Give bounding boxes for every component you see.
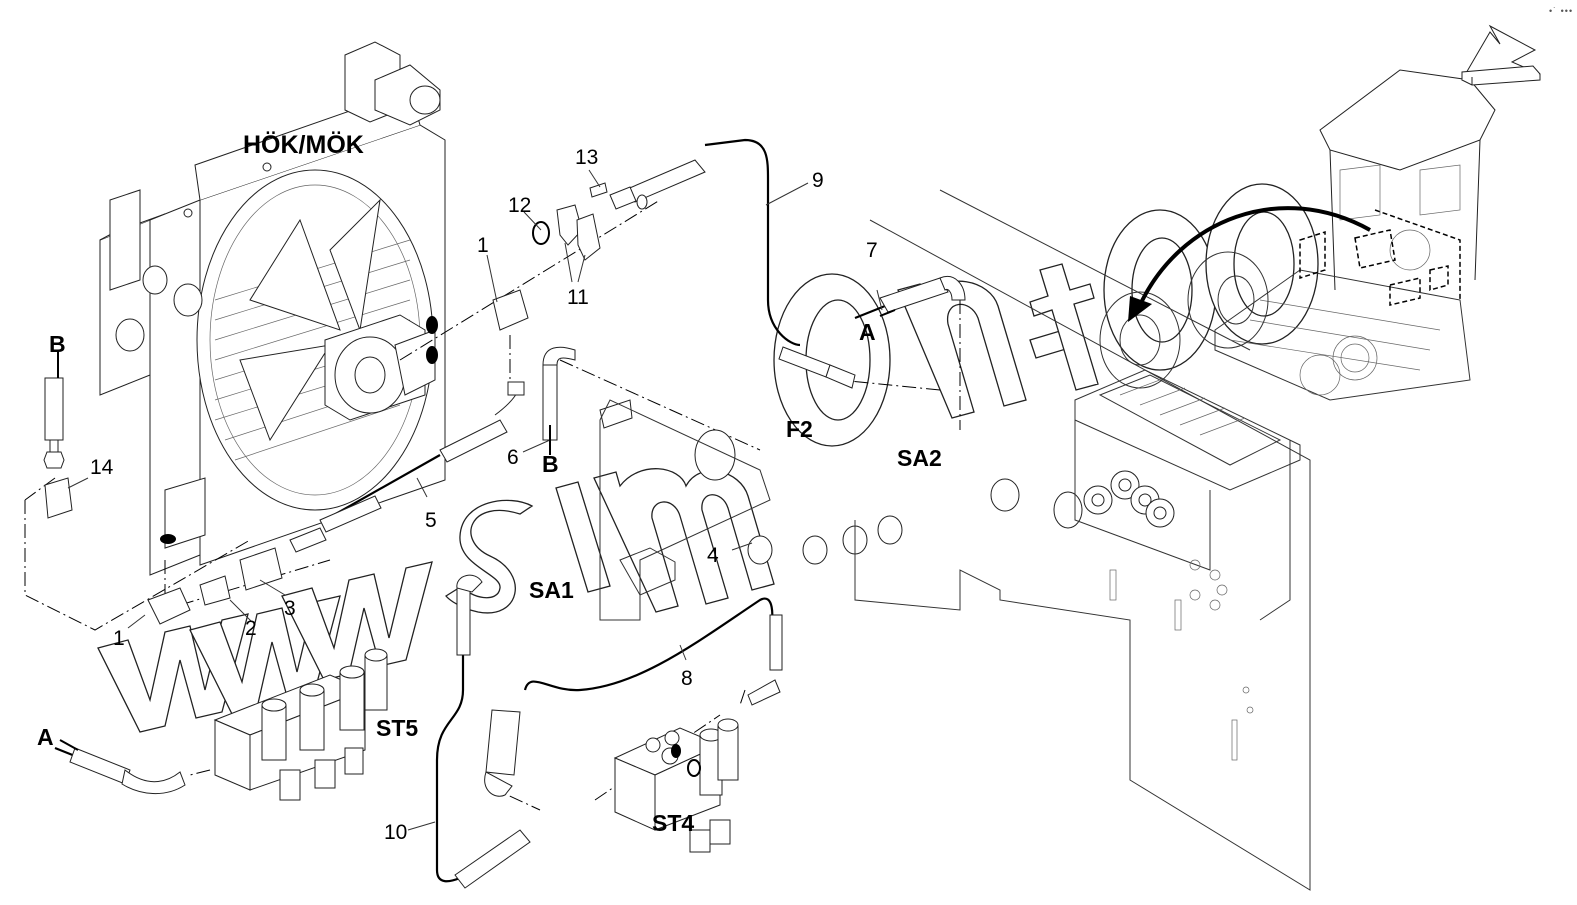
machine-overview [1099,69,1496,401]
callout-8: 8 [681,667,693,690]
connection-label-a-right: A [859,319,876,345]
location-pointer-arrow-icon [1128,206,1371,322]
callout-12: 12 [508,194,532,217]
callout-1-top: 1 [477,234,489,257]
corner-mark: •˙ ••• [1549,6,1574,16]
connection-lines [24,199,961,811]
component-label-sa1: SA1 [529,577,574,603]
component-label-st5: ST5 [376,715,419,741]
callout-14: 14 [90,456,114,479]
frame-plate [599,189,1311,891]
callout-5: 5 [425,509,437,532]
callout-13: 13 [575,146,599,169]
connection-label-b-center: B [542,451,559,477]
valve-block-st4 [613,718,739,853]
small-parts [44,182,1083,625]
valve-block-st5 [213,648,388,801]
view-direction-arrow-icon [1461,24,1541,86]
callout-2: 2 [245,617,257,640]
assembly-title: HÖK/MÖK [243,131,364,159]
callout-7: 7 [866,239,878,262]
callout-6: 6 [507,446,519,469]
component-label-f2: F2 [786,416,813,442]
callout-1-bottom: 1 [113,627,125,650]
connection-label-b-left: B [49,331,66,357]
callout-3: 3 [284,597,296,620]
connection-label-a-left: A [37,724,54,750]
component-label-st4: ST4 [652,810,695,836]
callout-4: 4 [707,544,719,567]
connection-leader-lines [57,309,896,751]
leader-lines [67,169,883,831]
callout-10: 10 [384,821,408,844]
hose-fittings [43,159,966,889]
component-label-sa2: SA2 [897,445,942,471]
callout-9: 9 [812,169,824,192]
callout-11: 11 [567,286,589,309]
cooler-assembly [99,41,446,576]
hoses [54,138,896,883]
watermark [97,183,1319,733]
